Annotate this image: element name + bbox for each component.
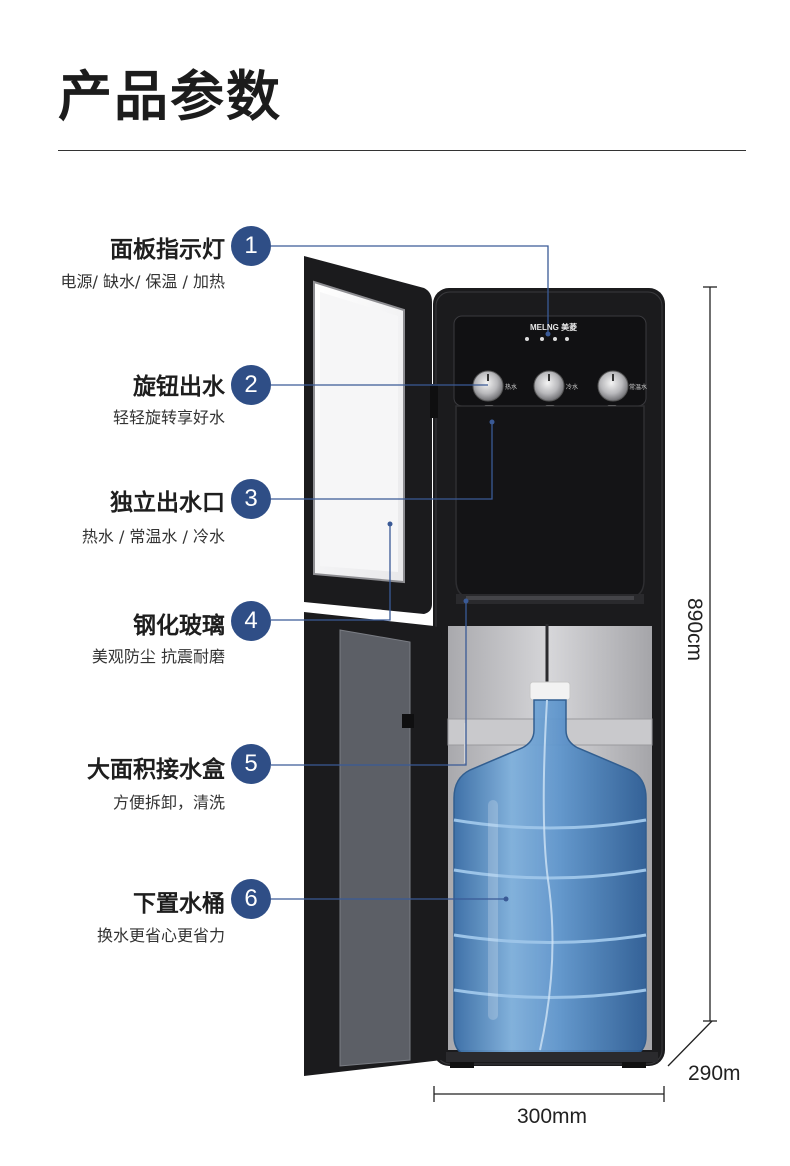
feature-title-1: 面板指示灯 — [110, 237, 225, 263]
feature-badge-4: 4 — [231, 601, 271, 641]
height-dimension: 890cm — [683, 598, 706, 662]
leader-dots — [387, 331, 551, 902]
brand-logo: MELNG 美菱 — [530, 323, 578, 332]
cold-water-knob — [533, 370, 565, 402]
cabinet-base — [446, 1052, 658, 1062]
dimension-lines — [433, 286, 717, 1102]
depth-dimension: 290m — [688, 1062, 741, 1085]
feature-desc-1: 电源/ 缺水/ 保温 / 加热 — [60, 272, 225, 291]
title-divider — [58, 150, 746, 151]
leader-lines — [271, 245, 549, 900]
feature-badge-6: 6 — [231, 879, 271, 919]
feature-badge-3: 3 — [231, 479, 271, 519]
feature-title-6: 下置水桶 — [133, 891, 225, 917]
page-title: 产品参数 — [58, 65, 282, 128]
feature-title-3: 独立出水口 — [110, 490, 225, 516]
width-dimension: 300mm — [517, 1105, 588, 1128]
feature-desc-5: 方便拆卸，清洗 — [112, 793, 225, 812]
feature-badge-2: 2 — [231, 365, 271, 405]
knob-label-room: 常温水 — [629, 384, 648, 391]
feature-desc-3: 热水 / 常温水 / 冷水 — [81, 527, 225, 546]
feature-desc-6: 换水更省心更省力 — [96, 926, 225, 945]
knob-label-hot: 热水 — [505, 384, 518, 391]
feature-desc-2: 轻轻旋转享好水 — [112, 408, 225, 427]
feature-badge-5: 5 — [231, 744, 271, 784]
hot-water-knob — [472, 370, 504, 402]
upper-glass-door — [304, 256, 438, 614]
feature-title-5: 大面积接水盒 — [87, 757, 225, 783]
knob-label-cold: 冷水 — [566, 384, 579, 391]
lower-door — [304, 612, 442, 1076]
cabinet-foot — [622, 1062, 646, 1068]
feature-title-4: 钢化玻璃 — [133, 613, 225, 639]
dispensing-cavity — [455, 405, 645, 604]
feature-badge-1: 1 — [231, 226, 271, 266]
room-temp-knob — [597, 370, 629, 402]
feature-desc-4: 美观防尘 抗震耐磨 — [91, 647, 225, 666]
feature-title-2: 旋钮出水 — [133, 374, 225, 400]
cabinet-foot — [450, 1062, 474, 1068]
